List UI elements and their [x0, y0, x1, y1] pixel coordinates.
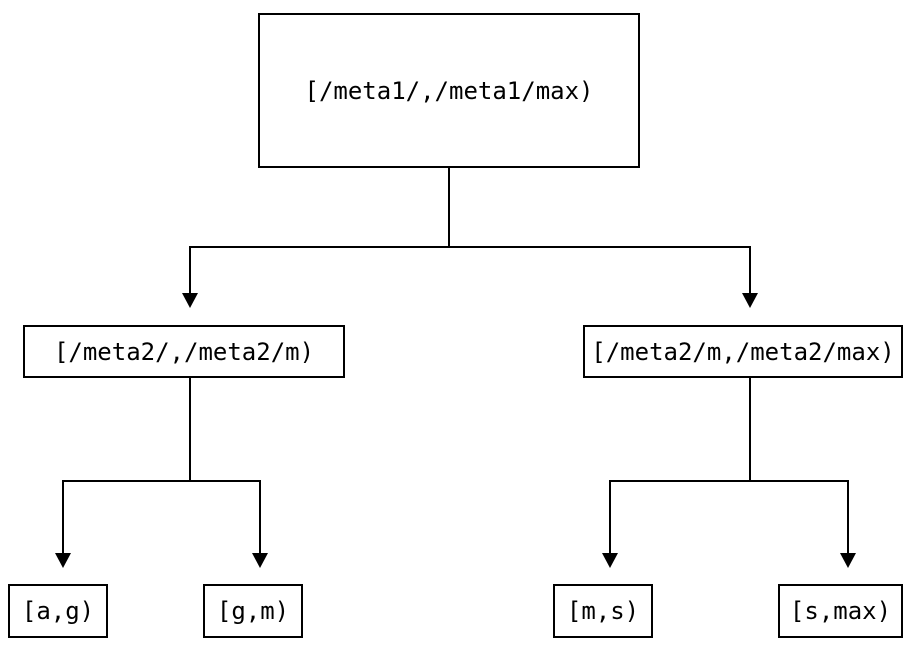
arrowhead-down-icon: [182, 293, 198, 308]
node-meta2-left-interval: [/meta2/,/meta2/m): [23, 325, 345, 378]
node-root-interval: [/meta1/,/meta1/max): [258, 13, 640, 168]
node-leaf-a-g: [a,g): [8, 584, 108, 638]
connector-left-crossbar: [62, 480, 261, 554]
node-meta2-right-interval: [/meta2/m,/meta2/max): [583, 325, 903, 378]
node-label: [a,g): [21, 597, 95, 625]
arrowhead-down-icon: [840, 553, 856, 568]
node-label: [s,max): [789, 597, 892, 625]
node-label: [m,s): [566, 597, 640, 625]
arrowhead-down-icon: [55, 553, 71, 568]
node-label: [/meta2/,/meta2/m): [53, 337, 315, 366]
arrowhead-down-icon: [742, 293, 758, 308]
node-label: [/meta2/m,/meta2/max): [591, 337, 895, 366]
connector-right-crossbar: [609, 480, 849, 554]
node-label: [g,m): [216, 597, 290, 625]
node-leaf-m-s: [m,s): [553, 584, 653, 638]
node-leaf-g-m: [g,m): [203, 584, 303, 638]
node-leaf-s-max: [s,max): [778, 584, 903, 638]
node-label: [/meta1/,/meta1/max): [304, 76, 594, 105]
connector-root-crossbar: [189, 246, 751, 296]
arrowhead-down-icon: [602, 553, 618, 568]
arrowhead-down-icon: [252, 553, 268, 568]
